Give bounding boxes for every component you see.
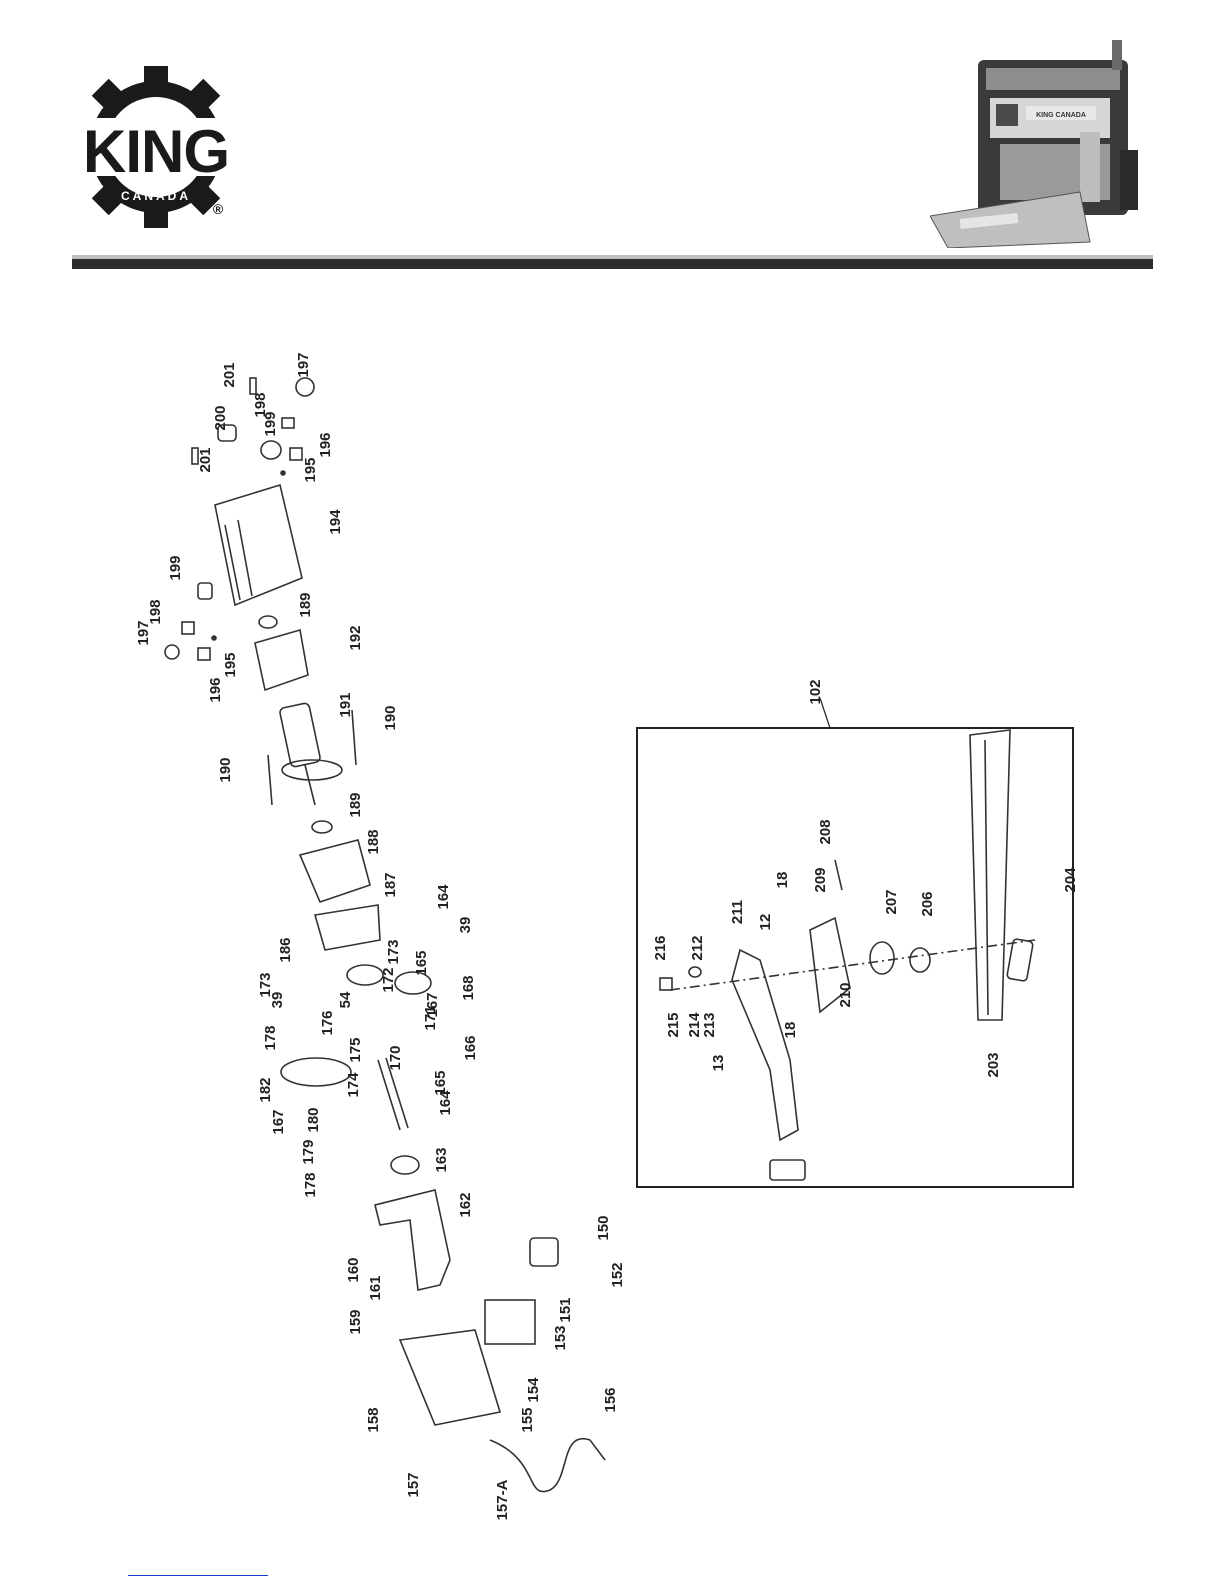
motor-part-label: 157 [405, 1472, 422, 1497]
footer-link-underline[interactable] [128, 1575, 268, 1576]
motor-part-label: 152 [609, 1262, 626, 1287]
motor-part-label: 153 [552, 1325, 569, 1350]
motor-part-label: 178 [302, 1172, 319, 1197]
header-rule [72, 255, 1153, 269]
motor-part-label: 174 [345, 1072, 362, 1098]
pedal-part-label: 207 [883, 889, 900, 914]
motor-part-label: 39 [269, 992, 286, 1009]
motor-part-label: 156 [602, 1387, 619, 1412]
logo-canada-text: CANADA [121, 189, 191, 203]
pedal-part-label: 214 [686, 1012, 703, 1038]
motor-part-label: 172 [380, 967, 397, 992]
motor-part-label: 189 [347, 792, 364, 817]
pedal-part-label: 203 [985, 1052, 1002, 1077]
motor-part-label: 188 [365, 829, 382, 854]
motor-part-label: 164 [437, 1090, 454, 1116]
motor-part-label: 164 [435, 884, 452, 910]
motor-part-label: 175 [347, 1037, 364, 1062]
motor-part-label: 201 [221, 362, 238, 387]
motor-part-label: 163 [433, 1147, 450, 1172]
motor-part-label: 199 [262, 411, 279, 436]
planer-product-image: KING CANADA [930, 40, 1138, 248]
motor-part-label: 160 [345, 1257, 362, 1282]
motor-part-label: 196 [207, 677, 224, 702]
motor-part-label: 201 [197, 447, 214, 472]
logo-king-text: KING [83, 118, 229, 185]
motor-part-label: 199 [167, 555, 184, 580]
motor-part-label: 166 [462, 1035, 479, 1060]
pedal-part-label: 209 [812, 867, 829, 892]
motor-part-label: 54 [337, 991, 354, 1008]
motor-part-label: 197 [295, 352, 312, 377]
pedal-part-label: 208 [817, 819, 834, 844]
pedal-part-label: 215 [665, 1012, 682, 1037]
registered-mark: ® [213, 201, 224, 217]
box-label: 102 [807, 679, 824, 704]
motor-part-label: 155 [519, 1407, 536, 1432]
motor-part-label: 167 [424, 992, 441, 1017]
motor-part-label: 170 [387, 1045, 404, 1070]
motor-part-label: 162 [457, 1192, 474, 1217]
motor-part-label: 157-A [494, 1479, 511, 1520]
motor-part-label: 190 [217, 757, 234, 782]
motor-part-label: 150 [595, 1215, 612, 1240]
pedal-part-label: 206 [919, 891, 936, 916]
pedal-assembly-box [636, 727, 1074, 1188]
motor-part-label: 194 [327, 509, 344, 535]
motor-part-label: 182 [257, 1077, 274, 1102]
pedal-part-label: 213 [701, 1012, 718, 1037]
motor-part-label: 200 [212, 405, 229, 430]
motor-part-label: 171 [422, 1005, 439, 1030]
motor-part-label: 165 [413, 950, 430, 975]
motor-part-label: 186 [277, 937, 294, 962]
motor-part-label: 173 [385, 939, 402, 964]
motor-part-label: 196 [317, 432, 334, 457]
pedal-part-label: 211 [729, 900, 746, 924]
pedal-part-label: 18 [782, 1022, 799, 1039]
pedal-part-label: 212 [689, 935, 706, 960]
pedal-part-label: 210 [837, 982, 854, 1007]
motor-part-label: 180 [305, 1107, 322, 1132]
pedal-part-label: 12 [757, 914, 774, 931]
motor-part-label: 154 [525, 1377, 542, 1403]
exploded-parts-diagram: 2011972001991982011951961941991981971891… [135, 352, 1079, 1520]
pedal-part-label: 204 [1062, 867, 1079, 893]
product-panel-text: KING CANADA [1036, 112, 1086, 119]
motor-part-label: 178 [262, 1025, 279, 1050]
motor-part-label: 191 [337, 692, 354, 717]
king-canada-logo: KING CANADA ® [78, 66, 234, 228]
motor-part-label: 179 [300, 1139, 317, 1164]
pedal-part-label: 216 [652, 935, 669, 960]
motor-part-label: 192 [347, 625, 364, 650]
motor-part-label: 151 [557, 1297, 574, 1322]
pedal-part-label: 18 [774, 872, 791, 889]
motor-part-label: 198 [252, 392, 269, 417]
motor-part-label: 190 [382, 705, 399, 730]
motor-part-label: 159 [347, 1309, 364, 1334]
motor-part-label: 173 [257, 972, 274, 997]
motor-part-label: 198 [147, 599, 164, 624]
motor-part-label: 189 [297, 592, 314, 617]
motor-part-label: 165 [432, 1070, 449, 1095]
motor-part-label: 158 [365, 1407, 382, 1432]
motor-part-label: 161 [367, 1275, 384, 1300]
motor-part-label: 168 [460, 975, 477, 1000]
motor-part-label: 39 [457, 917, 474, 934]
motor-part-label: 195 [302, 457, 319, 482]
motor-part-label: 167 [270, 1109, 287, 1134]
motor-part-label: 197 [135, 620, 152, 645]
motor-part-label: 176 [319, 1010, 336, 1035]
motor-part-label: 187 [382, 872, 399, 897]
motor-part-label: 195 [222, 652, 239, 677]
pedal-part-label: 13 [710, 1055, 727, 1072]
